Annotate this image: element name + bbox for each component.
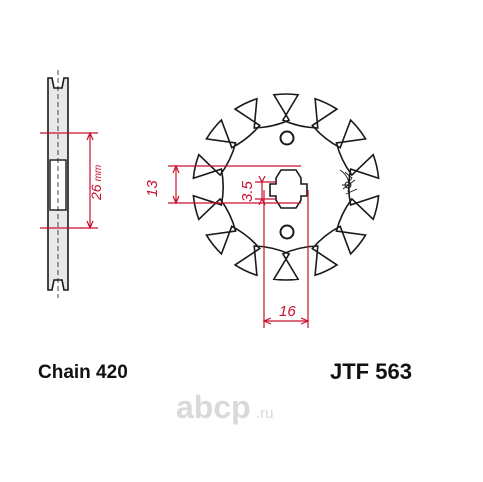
side-width-label: 26mm <box>88 165 104 201</box>
bore-height-label: 13 <box>144 180 161 197</box>
key-width-label: 3.5 <box>239 180 256 202</box>
bore-height-dimension <box>168 164 301 205</box>
abcp-watermark-logo: abcp .ru <box>176 389 274 425</box>
bore-offset-label: 16 <box>279 303 296 320</box>
chain-size-label: Chain 420 <box>38 362 128 383</box>
splined-bore <box>269 169 308 209</box>
svg-text:abcp: abcp <box>176 389 251 425</box>
rotation-direction-icon <box>339 169 358 195</box>
part-number-label: JTF 563 <box>330 359 412 384</box>
side-profile-view: 26mm <box>40 70 104 298</box>
bore-offset-dimension <box>262 190 310 328</box>
svg-text:.ru: .ru <box>256 405 274 422</box>
mounting-hole-top <box>279 130 295 146</box>
mounting-hole-bottom <box>279 224 295 240</box>
side-width-dimension <box>40 131 98 230</box>
sprocket-front-view <box>192 93 380 281</box>
